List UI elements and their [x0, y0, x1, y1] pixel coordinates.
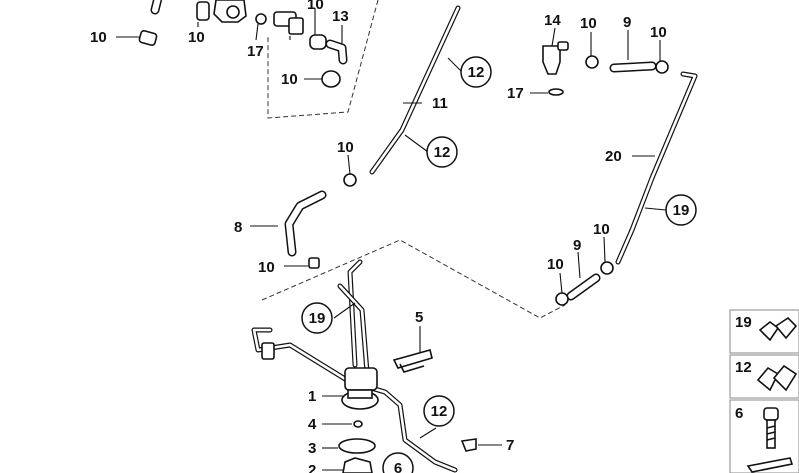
svg-text:19: 19: [735, 314, 752, 331]
callout-10: 10: [258, 259, 275, 276]
callout-9: 9: [623, 14, 631, 31]
dashed-boundary-mid: [261, 239, 566, 319]
callout-11: 11: [432, 95, 448, 112]
callout-14: 14: [544, 12, 561, 29]
clamp-10-left: [308, 257, 320, 269]
legend-clip-19: 19: [735, 314, 798, 342]
callout-10: 10: [547, 256, 564, 273]
svg-text:19: 19: [309, 310, 326, 327]
callout-20: 20: [605, 148, 622, 165]
callout-10: 10: [650, 24, 667, 41]
dashed-boundary-top: [267, 0, 379, 119]
callout-3: 3: [308, 440, 316, 457]
callout-2: 2: [308, 462, 316, 473]
clamp-10-mid: [343, 173, 357, 187]
svg-text:12: 12: [468, 64, 485, 81]
callout-7: 7: [506, 437, 514, 454]
svg-text:6: 6: [735, 405, 743, 422]
svg-text:12: 12: [434, 144, 451, 161]
pump-assembly-1: [341, 367, 379, 410]
top-right-fittings: [542, 41, 669, 96]
legend-clip-12: 12: [735, 359, 798, 392]
callout-10: 10: [580, 15, 597, 32]
cap-2: [342, 457, 373, 473]
callout-9: 9: [573, 237, 581, 254]
clip-7: [460, 438, 477, 452]
clip-5: [392, 349, 433, 373]
callout-17: 17: [247, 43, 264, 60]
callout-8: 8: [234, 219, 242, 236]
leader-lines: [116, 8, 667, 471]
circled-callout-19: 19: [301, 302, 333, 334]
o-ring-4: [353, 420, 363, 428]
callout-4: 4: [308, 416, 317, 433]
callout-17: 17: [507, 85, 524, 102]
clamp-10-right: [600, 261, 614, 275]
legend-panel: 19 12 6: [729, 309, 799, 473]
svg-text:12: 12: [735, 359, 752, 376]
callout-10: 10: [281, 71, 298, 88]
callout-5: 5: [415, 309, 423, 326]
circled-callout-19: 19: [665, 194, 697, 226]
circled-callout-12: 12: [426, 136, 458, 168]
legend-bolt-6: 6: [735, 405, 794, 473]
callout-13: 13: [332, 8, 349, 25]
ring-3: [338, 438, 376, 454]
callout-10: 10: [337, 139, 354, 156]
callout-10: 10: [593, 221, 610, 238]
callout-1: 1: [308, 388, 316, 405]
svg-text:12: 12: [431, 403, 448, 420]
svg-text:19: 19: [673, 202, 690, 219]
circled-callout-12: 12: [423, 395, 455, 427]
callout-10: 10: [307, 0, 324, 13]
callout-10: 10: [188, 29, 205, 46]
circled-callout-12: 12: [460, 56, 492, 88]
svg-text:6: 6: [394, 460, 402, 473]
circled-callout-6: 6: [382, 452, 414, 473]
top-left-fittings: [138, 0, 348, 88]
callout-10: 10: [90, 29, 107, 46]
